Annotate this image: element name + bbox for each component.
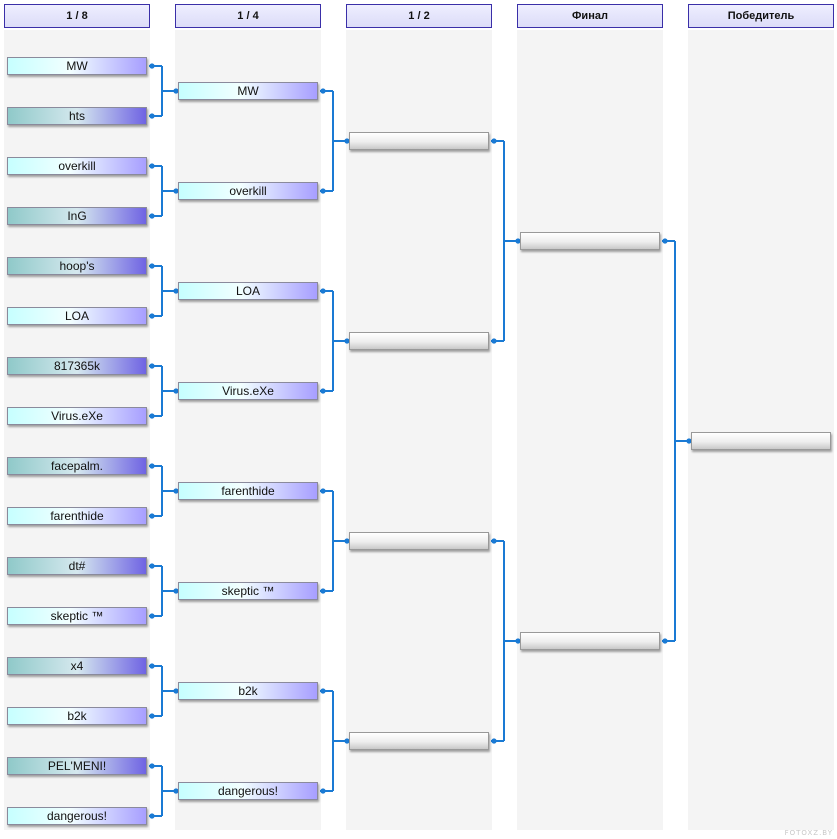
connector-dot <box>344 138 350 144</box>
connector-dot <box>491 738 497 744</box>
connector-dot <box>149 113 155 119</box>
connector-dot <box>149 213 155 219</box>
connector-dot <box>173 688 179 694</box>
header-final: Финал <box>517 4 663 28</box>
connector-dot <box>173 388 179 394</box>
column-final-bg <box>517 30 663 830</box>
connector-dot <box>173 488 179 494</box>
connector-dot <box>149 263 155 269</box>
r16-slot[interactable]: MW <box>7 57 147 75</box>
header-sf: 1 / 2 <box>346 4 492 28</box>
connector-dot <box>320 788 326 794</box>
connector-dot <box>149 763 155 769</box>
connector-dot <box>149 513 155 519</box>
connector-dot <box>149 413 155 419</box>
connector-dot <box>320 188 326 194</box>
sf-slot[interactable] <box>349 132 489 150</box>
header-qf: 1 / 4 <box>175 4 321 28</box>
connector-dot <box>149 663 155 669</box>
connector-dot <box>149 163 155 169</box>
r16-slot[interactable]: farenthide <box>7 507 147 525</box>
connector-dot <box>173 588 179 594</box>
r16-slot[interactable]: overkill <box>7 157 147 175</box>
connector-dot <box>320 288 326 294</box>
r16-slot[interactable]: hoop's <box>7 257 147 275</box>
connector-dot <box>491 138 497 144</box>
qf-slot[interactable]: b2k <box>178 682 318 700</box>
connector-dot <box>662 238 668 244</box>
connector-dot <box>344 338 350 344</box>
connector-dot <box>173 88 179 94</box>
connector-dot <box>320 588 326 594</box>
r16-slot[interactable]: b2k <box>7 707 147 725</box>
connector-dot <box>149 313 155 319</box>
connector-dot <box>149 613 155 619</box>
connector-dot <box>686 438 692 444</box>
connector-dot <box>320 88 326 94</box>
r16-slot[interactable]: LOA <box>7 307 147 325</box>
r16-slot[interactable]: skeptic ™ <box>7 607 147 625</box>
connector-dot <box>344 538 350 544</box>
r16-slot[interactable]: x4 <box>7 657 147 675</box>
connector-dot <box>320 488 326 494</box>
r16-slot[interactable]: facepalm. <box>7 457 147 475</box>
qf-slot[interactable]: dangerous! <box>178 782 318 800</box>
connector-dot <box>173 188 179 194</box>
connector-dot <box>491 338 497 344</box>
connector-dot <box>149 63 155 69</box>
column-sf-bg <box>346 30 492 830</box>
connector-dot <box>149 813 155 819</box>
final-slot[interactable] <box>520 232 660 250</box>
sf-slot[interactable] <box>349 332 489 350</box>
watermark: FOTOXZ.BY <box>784 829 833 837</box>
connector-dot <box>515 638 521 644</box>
qf-slot[interactable]: farenthide <box>178 482 318 500</box>
r16-slot[interactable]: dt# <box>7 557 147 575</box>
connector-dot <box>320 388 326 394</box>
header-winner: Победитель <box>688 4 834 28</box>
r16-slot[interactable]: dangerous! <box>7 807 147 825</box>
connector-dot <box>149 463 155 469</box>
final-slot[interactable] <box>520 632 660 650</box>
connector-dot <box>149 713 155 719</box>
r16-slot[interactable]: InG <box>7 207 147 225</box>
connector-dot <box>173 788 179 794</box>
connector-dot <box>149 363 155 369</box>
column-winner-bg <box>688 30 834 830</box>
qf-slot[interactable]: Virus.eXe <box>178 382 318 400</box>
connector-dot <box>149 563 155 569</box>
qf-slot[interactable]: MW <box>178 82 318 100</box>
r16-slot[interactable]: 817365k <box>7 357 147 375</box>
connector-dot <box>662 638 668 644</box>
winner-slot[interactable] <box>691 432 831 450</box>
qf-slot[interactable]: overkill <box>178 182 318 200</box>
connector-dot <box>515 238 521 244</box>
header-r16: 1 / 8 <box>4 4 150 28</box>
qf-slot[interactable]: skeptic ™ <box>178 582 318 600</box>
r16-slot[interactable]: PEL'MENI! <box>7 757 147 775</box>
connector-dot <box>320 688 326 694</box>
sf-slot[interactable] <box>349 532 489 550</box>
r16-slot[interactable]: hts <box>7 107 147 125</box>
connector-dot <box>344 738 350 744</box>
r16-slot[interactable]: Virus.eXe <box>7 407 147 425</box>
connector-dot <box>173 288 179 294</box>
sf-slot[interactable] <box>349 732 489 750</box>
qf-slot[interactable]: LOA <box>178 282 318 300</box>
connector-dot <box>491 538 497 544</box>
